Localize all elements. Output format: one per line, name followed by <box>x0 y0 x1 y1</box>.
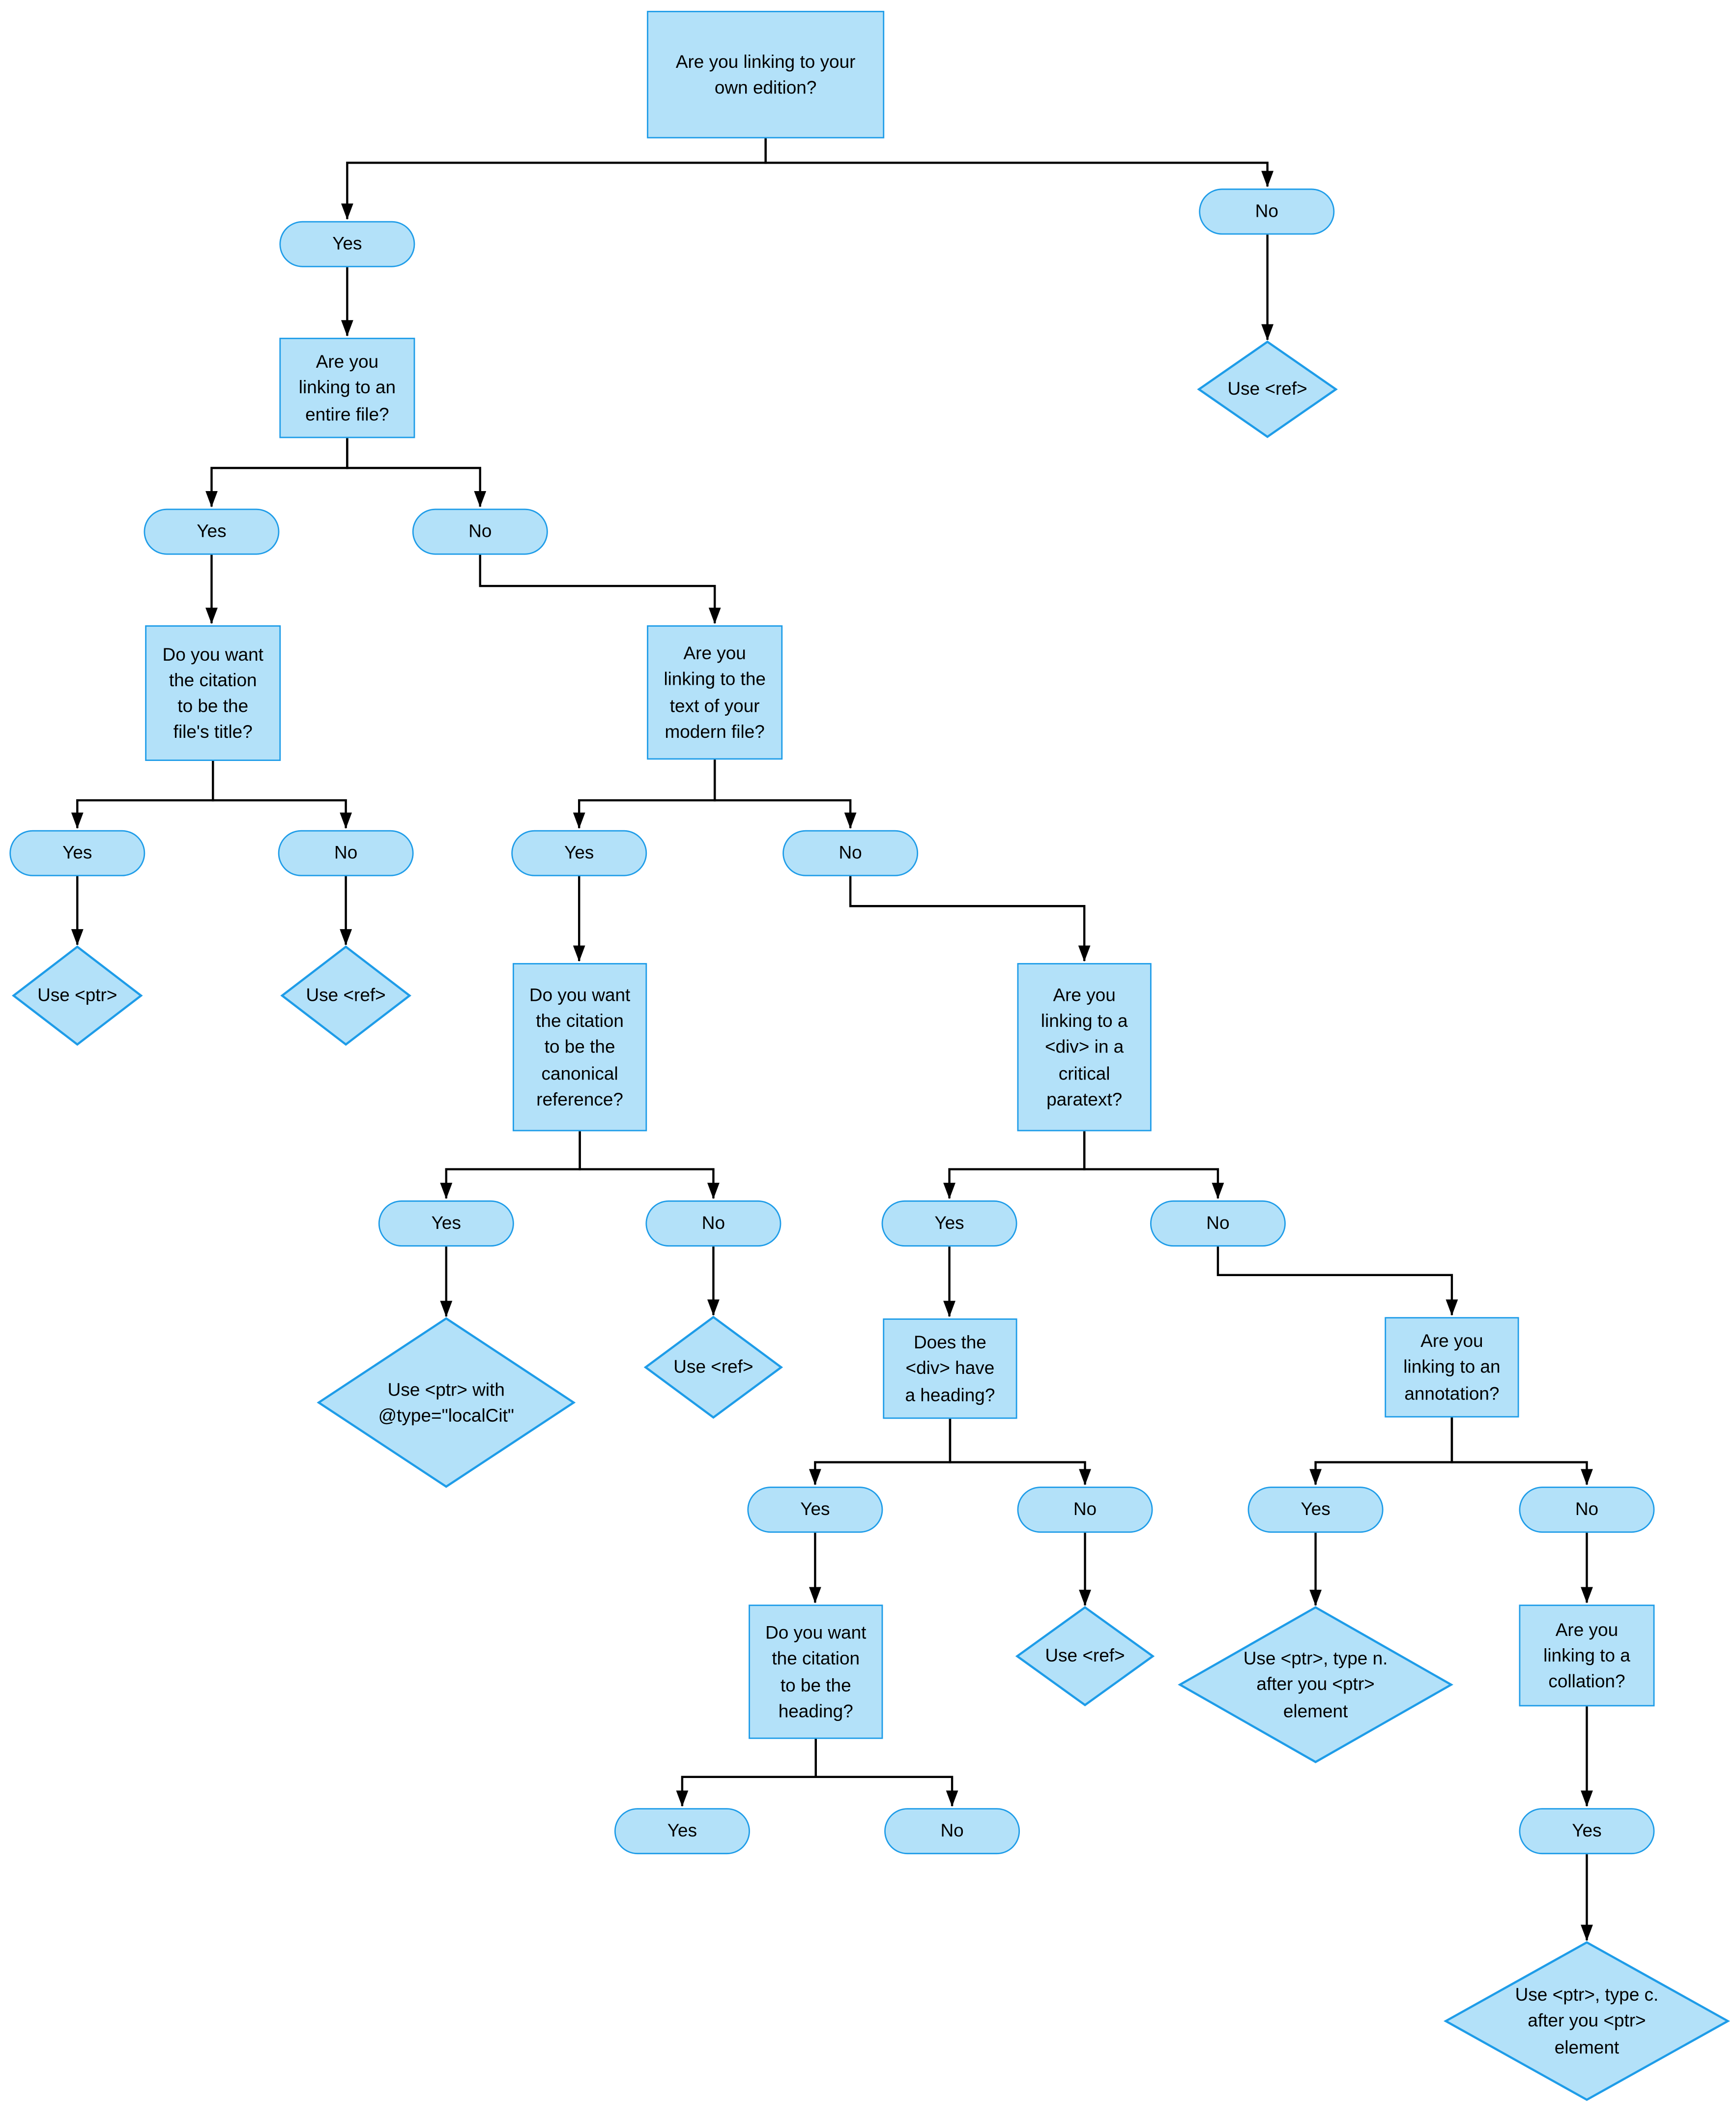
branch-div-heading-no: No <box>1017 1487 1153 1533</box>
branch-modern-file-no: No <box>782 830 919 876</box>
connector-citation-heading-no <box>814 1739 958 1807</box>
connector-own-edition-no <box>764 138 1274 187</box>
decision-file-title: Do you want the citation to be the file'… <box>145 625 281 761</box>
branch-entire-file-yes: Yes <box>144 508 280 555</box>
connector-entire-file-yes <box>205 438 348 508</box>
branch-paratext-no: No <box>1150 1200 1286 1247</box>
result-ptr-file-title-yes: Use <ptr> <box>37 985 117 1006</box>
branch-file-title-yes: Yes <box>9 830 145 876</box>
connector-file-title-yes <box>71 761 214 829</box>
result-ref-file-title-no: Use <ref> <box>306 985 386 1006</box>
connector-citation-heading-yes <box>676 1739 817 1807</box>
branch-collation-yes: Yes <box>1519 1808 1655 1855</box>
branch-modern-file-yes: Yes <box>511 830 647 876</box>
branch-own-edition-yes: Yes <box>279 221 415 267</box>
result-ptr-type-c: Use <ptr>, type c. after you <ptr> eleme… <box>1515 1985 1659 2057</box>
decision-annotation: Are you linking to an annotation? <box>1385 1317 1519 1418</box>
decision-div-heading: Does the <div> have a heading? <box>883 1318 1017 1419</box>
decision-citation-heading: Do you want the citation to be the headi… <box>749 1604 883 1739</box>
decision-canonical-ref: Do you want the citation to be the canon… <box>513 963 647 1132</box>
result-ptr-localcit: Use <ptr> with @type="localCit" <box>378 1379 514 1426</box>
branch-div-heading-yes: Yes <box>747 1487 883 1533</box>
branch-canonical-no: No <box>645 1200 781 1247</box>
branch-entire-file-no: No <box>412 508 548 555</box>
branch-paratext-yes: Yes <box>881 1200 1017 1247</box>
connector-canonical-yes <box>440 1131 581 1199</box>
result-diamond-ptr-1 <box>11 945 143 1046</box>
connector-own-edition-yes <box>341 138 767 220</box>
connector-modern-file-yes <box>573 759 716 829</box>
result-ptr-type-n: Use <ptr>, type n. after you <ptr> eleme… <box>1243 1648 1388 1721</box>
decision-critical-paratext: Are you linking to a <div> in a critical… <box>1017 963 1152 1132</box>
branch-file-title-no: No <box>278 830 414 876</box>
result-ref-canonical-no: Use <ref> <box>673 1357 753 1378</box>
branch-citation-heading-no: No <box>884 1808 1020 1855</box>
result-diamond-type-n <box>1178 1606 1453 1763</box>
connector-canonical-no <box>579 1131 720 1199</box>
connector-modern-file-no <box>713 759 857 829</box>
result-diamond-type-c <box>1443 1941 1730 2101</box>
branch-annotation-yes: Yes <box>1247 1487 1384 1533</box>
connector-annotation-yes <box>1309 1417 1453 1486</box>
decision-own-edition: Are you linking to your own edition? <box>647 11 885 139</box>
branch-annotation-no: No <box>1519 1487 1655 1533</box>
result-diamond-ref-1 <box>1197 340 1338 438</box>
connector-no-to-modern-file <box>479 554 721 624</box>
result-diamond-ref-4 <box>1015 1606 1155 1707</box>
result-diamond-ref-2 <box>280 945 411 1046</box>
connector-no-to-annotation <box>1216 1246 1458 1316</box>
connector-entire-file-no <box>346 438 487 508</box>
result-diamond-ref-3 <box>643 1315 783 1419</box>
connector-annotation-no <box>1450 1417 1593 1486</box>
connector-div-heading-yes <box>809 1419 952 1486</box>
decision-entire-file: Are you linking to an entire file? <box>279 338 415 438</box>
decision-collation: Are you linking to a collation? <box>1519 1604 1655 1707</box>
result-diamond-localcit <box>317 1317 576 1488</box>
connector-paratext-no <box>1083 1131 1224 1199</box>
result-ref-own-edition-no: Use <ref> <box>1227 379 1307 400</box>
branch-citation-heading-yes: Yes <box>614 1808 750 1855</box>
connector-file-title-no <box>212 761 352 829</box>
connector-div-heading-no <box>949 1419 1091 1486</box>
branch-canonical-yes: Yes <box>378 1200 514 1247</box>
connector-no-to-paratext <box>849 876 1091 962</box>
decision-modern-file: Are you linking to the text of your mode… <box>647 625 783 760</box>
branch-own-edition-no: No <box>1199 188 1335 235</box>
connector-paratext-yes <box>943 1131 1086 1199</box>
result-ref-div-heading-no: Use <ref> <box>1045 1646 1125 1666</box>
